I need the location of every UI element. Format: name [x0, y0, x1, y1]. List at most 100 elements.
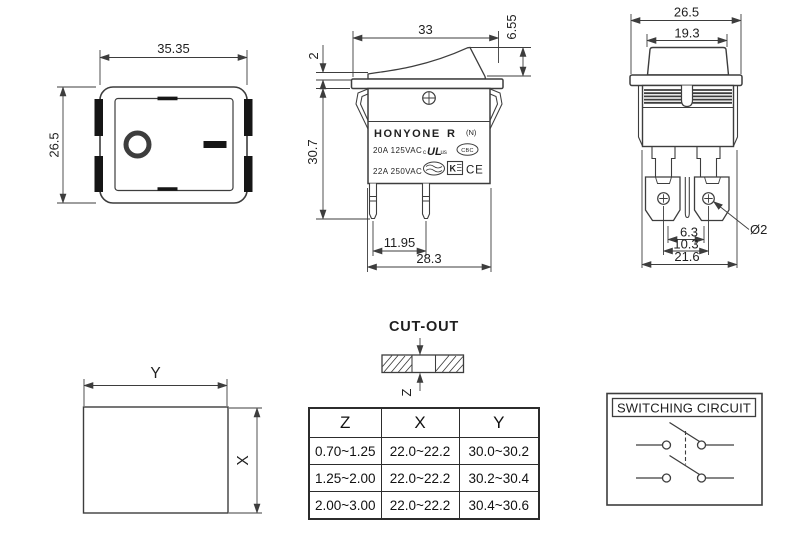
dim-panel-x: X: [229, 407, 262, 514]
dim-rear-rocker-width: 19.3: [646, 26, 728, 47]
contact-pole1-left: [661, 440, 672, 450]
dim-front-width: 35.35: [99, 41, 248, 85]
circuit-title: SWITCHING CIRCUIT: [617, 401, 751, 416]
cell-z-1: 0.70~1.25: [308, 437, 382, 465]
dim-label-10-3: 10.3: [673, 237, 698, 252]
cutout-title: CUT-OUT: [389, 319, 459, 335]
dim-front-height: 26.5: [47, 86, 96, 204]
hole-cross: [659, 194, 668, 203]
contact-pole2-right: [696, 473, 707, 483]
mounting-wings: [355, 88, 503, 131]
side-view: 33 2 6.55 HONYONE R: [305, 14, 531, 272]
table-row: 1.25~2.00 22.0~22.2 30.2~30.4: [308, 464, 540, 492]
table-header-row: Z X Y: [308, 407, 540, 438]
extension-lines: [367, 188, 492, 272]
swirl-oval-mark: [423, 161, 445, 176]
brand-text: HONYONE: [374, 128, 441, 140]
table-row: 2.00~3.00 22.0~22.2 30.4~30.6: [308, 491, 540, 520]
cell-x-2: 22.0~22.2: [380, 464, 460, 492]
extension-lines: [83, 379, 228, 406]
dim-label-28-3: 28.3: [416, 251, 441, 266]
extension-lines: [630, 14, 742, 74]
dim-label-30-7: 30.7: [305, 139, 320, 164]
swirl-lines: [425, 164, 443, 173]
dim-label-6-55: 6.55: [504, 14, 519, 39]
dim-label-26-5-rear: 26.5: [674, 5, 699, 20]
dim-label-6-3: 6.3: [680, 225, 698, 240]
rocker-on-symbol: [203, 141, 227, 148]
ce-mark-text: CE: [466, 165, 484, 177]
rating-line-1: 20A 125VAC: [373, 146, 422, 155]
flange-rear: [629, 74, 743, 87]
kc-text: K: [450, 164, 457, 174]
terminal-posts: [651, 146, 721, 177]
cbc-text: CBC: [461, 148, 474, 154]
dim-flange-width: 33: [352, 22, 500, 77]
dim-terminal-spacing: 11.95: [372, 221, 427, 256]
switch-body: [367, 87, 491, 185]
dim-label-2: 2: [306, 52, 321, 59]
dim-label-hole-dia: Ø2: [750, 222, 767, 237]
cell-z-3: 2.00~3.00: [308, 491, 382, 520]
cell-y-2: 30.2~30.4: [458, 464, 540, 492]
ul-us-text: us: [441, 150, 447, 156]
dim-label-26-5: 26.5: [47, 132, 62, 157]
hole-circle: [657, 192, 670, 205]
cell-z-2: 1.25~2.00: [308, 464, 382, 492]
hole-cross: [704, 194, 713, 203]
cutout-hole-edges: [411, 355, 437, 373]
cell-y-1: 30.0~30.2: [458, 437, 540, 465]
dim-body-width: 28.3: [366, 188, 492, 272]
cell-x-1: 22.0~22.2: [380, 437, 460, 465]
dim-label-33: 33: [418, 22, 432, 37]
leader-line: [712, 201, 750, 230]
cell-y-3: 30.4~30.6: [458, 491, 540, 520]
rear-view: 26.5 19.3: [629, 5, 767, 268]
rocker-knob: [646, 46, 730, 76]
col-header-y: Y: [458, 407, 540, 438]
rocker-off-symbol: [123, 130, 152, 159]
kc-lines: [457, 164, 462, 171]
dim-body-height: 30.7: [305, 87, 370, 220]
center-latch-tab: [680, 85, 694, 108]
col-header-x: X: [380, 407, 460, 438]
lug-hole-right: [702, 192, 715, 205]
panel-view: Y X: [82, 365, 262, 514]
rocker-profile: [367, 46, 487, 80]
ul-mark: c UL us: [423, 146, 447, 158]
dim-label-11-95: 11.95: [384, 235, 416, 250]
swirl-oval: [423, 161, 445, 176]
ul-c-text: c: [423, 150, 426, 156]
dim-hole-inner: 6.3: [667, 225, 705, 243]
rating-line-2: 22A 250VAC: [373, 167, 422, 176]
cbc-oval: [456, 143, 479, 156]
contact-pole1-right: [696, 440, 707, 450]
side-clip-strips: [637, 85, 739, 147]
col-header-z: Z: [308, 407, 382, 438]
screw-cross: [422, 91, 436, 105]
hatching: [382, 355, 464, 373]
dim-hole-spacing: 10.3: [662, 206, 710, 255]
terminal-pin-right: [421, 183, 431, 220]
hole-diameter-callout: Ø2: [712, 201, 767, 237]
dim-label-y: Y: [150, 365, 160, 382]
cell-x-3: 22.0~22.2: [380, 491, 460, 520]
front-view: 35.35 26.5: [47, 41, 253, 204]
dim-label-35-35: 35.35: [157, 41, 190, 56]
screw-symbol: [422, 91, 436, 105]
cutout-section: CUT-OUT Z: [381, 319, 465, 396]
circuit-wires: [636, 444, 734, 479]
cbc-oval-mark: CBC: [456, 143, 479, 156]
ul-logo-text: UL: [427, 146, 442, 158]
center-slot: [684, 177, 690, 219]
hole-circle: [702, 192, 715, 205]
lug-right-shoulder: [704, 176, 721, 184]
switching-circuit: SWITCHING CIRCUIT: [606, 392, 763, 506]
dim-label-19-3: 19.3: [674, 26, 699, 41]
table-row: 0.70~1.25 22.0~22.2 30.0~30.2: [308, 437, 540, 465]
switch-blades: [669, 421, 700, 476]
terminal-pin-left: [368, 183, 378, 220]
circuit-title-box: [611, 397, 757, 418]
